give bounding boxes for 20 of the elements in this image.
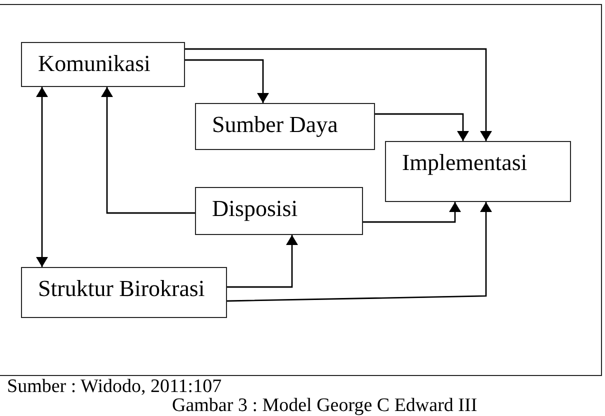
process-box — [21, 267, 227, 318]
node-label: Implementasi — [402, 150, 528, 176]
arrow — [101, 87, 195, 214]
node-label: Struktur Birokrasi — [38, 276, 205, 302]
process-box — [385, 141, 571, 202]
arrow — [185, 59, 269, 103]
arrow — [363, 202, 461, 223]
arrow — [185, 48, 492, 141]
process-box — [21, 42, 185, 87]
arrow — [227, 235, 298, 288]
node-label: Sumber Daya — [212, 112, 338, 138]
source-note: Sumber : Widodo, 2011:107 — [7, 377, 222, 396]
figure-caption: Gambar 3 : Model George C Edward III — [172, 396, 478, 415]
process-box — [195, 187, 363, 235]
node-label: Disposisi — [212, 196, 298, 222]
double-arrow — [36, 87, 48, 267]
arrow — [226, 202, 492, 302]
arrow — [375, 113, 469, 141]
process-box — [195, 103, 375, 150]
node-label: Komunikasi — [38, 51, 150, 77]
